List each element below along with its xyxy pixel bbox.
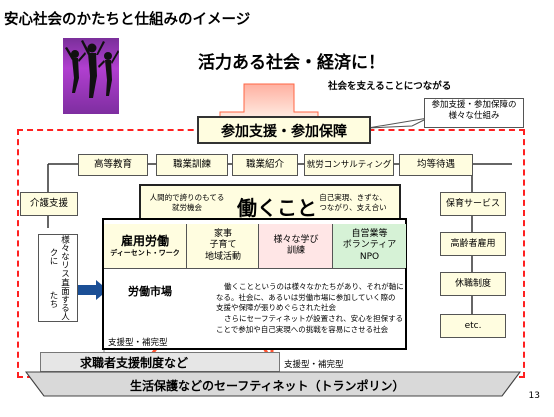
work-center: 働くこと — [237, 196, 317, 220]
right-box-childcare: 保育サービス — [440, 192, 506, 216]
description-line1: 働くことというのは様々なかたちがあり、それが軸に — [224, 282, 404, 291]
callout-box: 参加支援・参加保障の 様々な仕組み — [424, 98, 524, 128]
description-line4: さらにセーフティネットが設置され、安心を担保する — [224, 313, 404, 323]
callout-pointer — [367, 117, 429, 129]
right-box-etc: etc. — [440, 314, 506, 338]
work-right-line1: 自己実現、きずな、 — [319, 193, 387, 202]
job-seeker-label: 求職者支援制度など — [80, 356, 189, 370]
risk-people-box: 様々なリスクに 直面する人たち — [38, 234, 78, 322]
jumping-people-image — [63, 38, 119, 114]
description-line3: 支援や保障が張りめぐらされた社会 — [216, 303, 336, 313]
right-box-elderly-employment: 高齢者雇用 — [440, 232, 506, 256]
employment-cell: 雇用労働 ディーセント・ワーク — [104, 224, 186, 268]
top-box-equal-treatment: 均等待遇 — [399, 154, 473, 176]
grid-learning-line2: 訓練 — [286, 246, 305, 256]
work-left-line2: 就労機会 — [172, 203, 202, 213]
risk-line1: 様々なリスクに — [48, 235, 70, 278]
page-title: 安心社会のかたちと仕組みのイメージ — [4, 12, 251, 28]
header-sub: 社会を支えることにつながる — [328, 81, 452, 92]
description-text: 働くことというのは様々なかたちがあり、それが軸に なる。社会に、あるいは労働市場… — [216, 282, 404, 335]
care-support-box: 介護支援 — [20, 192, 78, 216]
risk-line2: 直面する人たち — [48, 278, 70, 321]
work-right-text: 自己実現、きずな、 つながり、支え合い — [313, 193, 393, 213]
right-box-leave-system: 休職制度 — [440, 272, 506, 296]
jumping-people-icon — [65, 40, 119, 98]
grid-self-line3: NPO — [359, 251, 380, 262]
employment-title: 雇用労働 — [120, 234, 169, 249]
page-number: 13 — [528, 391, 540, 401]
risk-arrow — [78, 280, 108, 300]
grid-housework-line3: 地域活動 — [204, 251, 241, 262]
support-type-label-2: 支援型・補完型 — [284, 360, 344, 370]
work-left-line1: 人間的で誇りのもてる — [149, 193, 225, 202]
grid-divider — [104, 268, 405, 269]
top-box-higher-education: 高等教育 — [78, 154, 148, 176]
description-line5: ことで参加や自己実現への挑戦を容易にさせる社会 — [216, 324, 389, 334]
grid-cell-housework: 家事 子育て 地域活動 — [186, 224, 259, 268]
work-left-text: 人間的で誇りのもてる 就労機会 — [149, 193, 225, 213]
grid-housework-line1: 家事 — [213, 229, 232, 240]
work-right-line2: つながり、支え合い — [319, 203, 387, 213]
callout-line1: 参加支援・参加保障の — [431, 100, 517, 110]
grid-housework-line2: 子育て — [209, 240, 237, 251]
top-box-job-placement: 職業紹介 — [232, 154, 298, 176]
grid-cell-self-employed: 自営業等 ボランティア NPO — [332, 224, 406, 268]
grid-self-line2: ボランティア — [342, 240, 397, 251]
callout-line2: 様々な仕組み — [448, 111, 500, 122]
description-line2: なる。社会に、あるいは労働市場に参加していく際の — [216, 292, 396, 302]
grid-cell-learning: 様々な学び 訓練 — [258, 224, 333, 268]
grid-self-line1: 自営業等 — [351, 229, 388, 240]
core-support-box: 参加支援・参加保障 — [197, 116, 371, 144]
employment-sub: ディーセント・ワーク — [110, 249, 180, 258]
top-box-employment-consulting: 就労コンサルティング — [304, 154, 394, 176]
top-box-vocational-training: 職業訓練 — [156, 154, 228, 176]
header-band — [190, 44, 420, 80]
support-type-label-1: 支援型・補完型 — [108, 338, 168, 348]
safety-net-label: 生活保護などのセーフティネット（トランポリン） — [130, 379, 405, 393]
labor-market-label: 労働市場 — [128, 285, 172, 298]
grid-learning-line1: 様々な学び — [273, 234, 319, 245]
header-main: 活力ある社会・経済に！ — [198, 53, 385, 73]
